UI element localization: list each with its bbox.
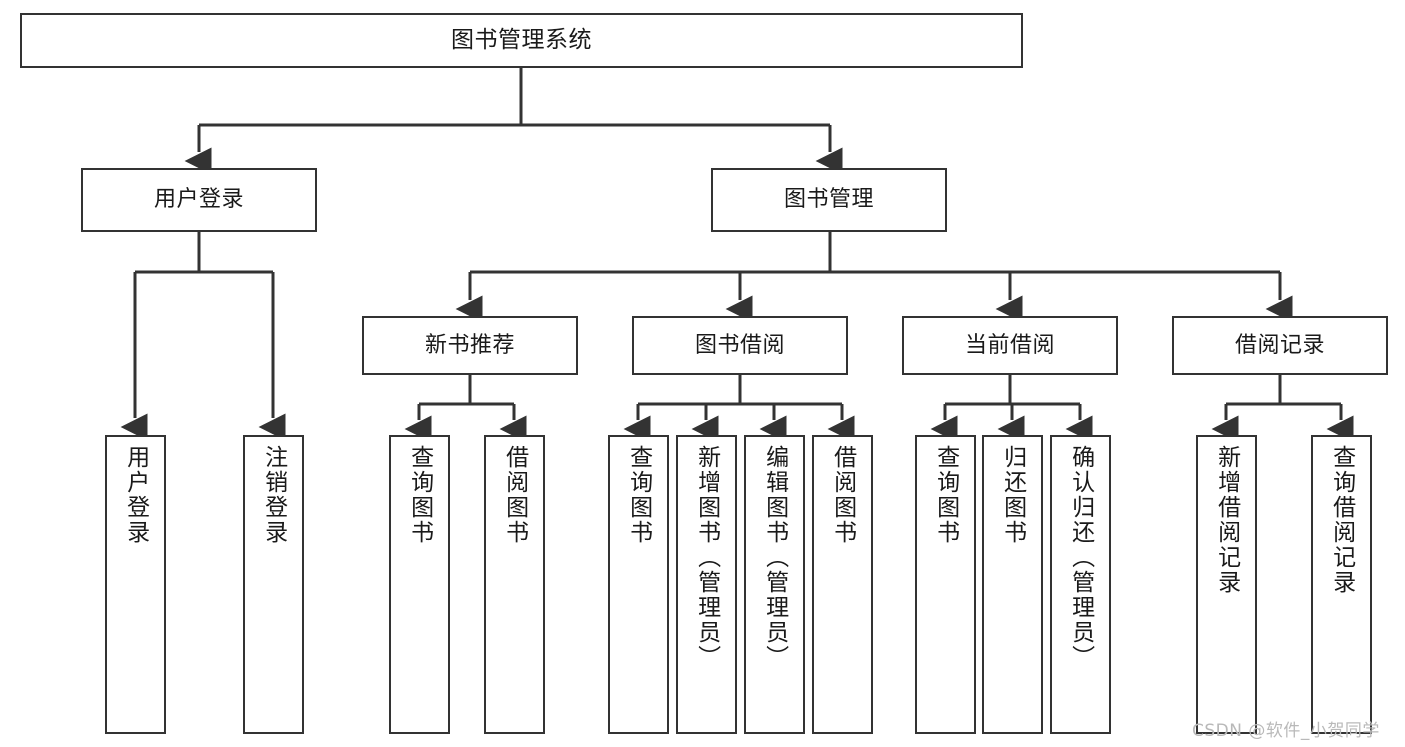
node-book-borrow[interactable]: 图书借阅: [632, 316, 848, 375]
node-current-borrow[interactable]: 当前借阅: [902, 316, 1118, 375]
node-leaf-borrow-book-1[interactable]: 借阅图书: [484, 435, 545, 734]
node-leaf-user-logout[interactable]: 注销登录: [243, 435, 304, 734]
node-user-login[interactable]: 用户登录: [81, 168, 317, 232]
node-leaf-query-book-1[interactable]: 查询图书: [389, 435, 450, 734]
node-leaf-edit-book[interactable]: 编辑图书（管理员）: [744, 435, 805, 734]
node-leaf-add-book[interactable]: 新增图书（管理员）: [676, 435, 737, 734]
node-leaf-query-book-1-label: 查询图书: [406, 445, 433, 545]
node-user-login-label: 用户登录: [153, 187, 244, 213]
node-leaf-add-record-label: 新增借阅记录: [1213, 445, 1240, 595]
node-leaf-confirm-return-label: 确认归还（管理员）: [1067, 445, 1094, 670]
node-leaf-edit-book-label: 编辑图书（管理员）: [761, 445, 788, 670]
node-root[interactable]: 图书管理系统: [20, 13, 1023, 68]
node-leaf-query-record[interactable]: 查询借阅记录: [1311, 435, 1372, 734]
node-leaf-borrow-book-1-label: 借阅图书: [501, 445, 528, 545]
node-book-borrow-label: 图书借阅: [694, 332, 785, 358]
node-new-book-recommend[interactable]: 新书推荐: [362, 316, 578, 375]
node-leaf-borrow-book-2-label: 借阅图书: [829, 445, 856, 545]
node-leaf-add-record[interactable]: 新增借阅记录: [1196, 435, 1257, 734]
node-leaf-user-logout-label: 注销登录: [260, 445, 287, 545]
node-leaf-confirm-return[interactable]: 确认归还（管理员）: [1050, 435, 1111, 734]
node-leaf-add-book-label: 新增图书（管理员）: [693, 445, 720, 670]
node-leaf-borrow-book-2[interactable]: 借阅图书: [812, 435, 873, 734]
node-root-label: 图书管理系统: [451, 26, 592, 53]
node-leaf-return-book[interactable]: 归还图书: [982, 435, 1043, 734]
node-current-borrow-label: 当前借阅: [964, 332, 1055, 358]
node-borrow-record[interactable]: 借阅记录: [1172, 316, 1388, 375]
node-leaf-query-book-3[interactable]: 查询图书: [915, 435, 976, 734]
node-leaf-user-login[interactable]: 用户登录: [105, 435, 166, 734]
node-leaf-query-record-label: 查询借阅记录: [1328, 445, 1355, 595]
node-leaf-query-book-2-label: 查询图书: [625, 445, 652, 545]
node-borrow-record-label: 借阅记录: [1234, 332, 1325, 358]
node-new-book-recommend-label: 新书推荐: [424, 332, 515, 358]
node-book-manage-label: 图书管理: [783, 187, 874, 213]
node-leaf-query-book-3-label: 查询图书: [932, 445, 959, 545]
node-book-manage[interactable]: 图书管理: [711, 168, 947, 232]
node-leaf-return-book-label: 归还图书: [999, 445, 1026, 545]
node-leaf-user-login-label: 用户登录: [122, 445, 149, 545]
node-leaf-query-book-2[interactable]: 查询图书: [608, 435, 669, 734]
